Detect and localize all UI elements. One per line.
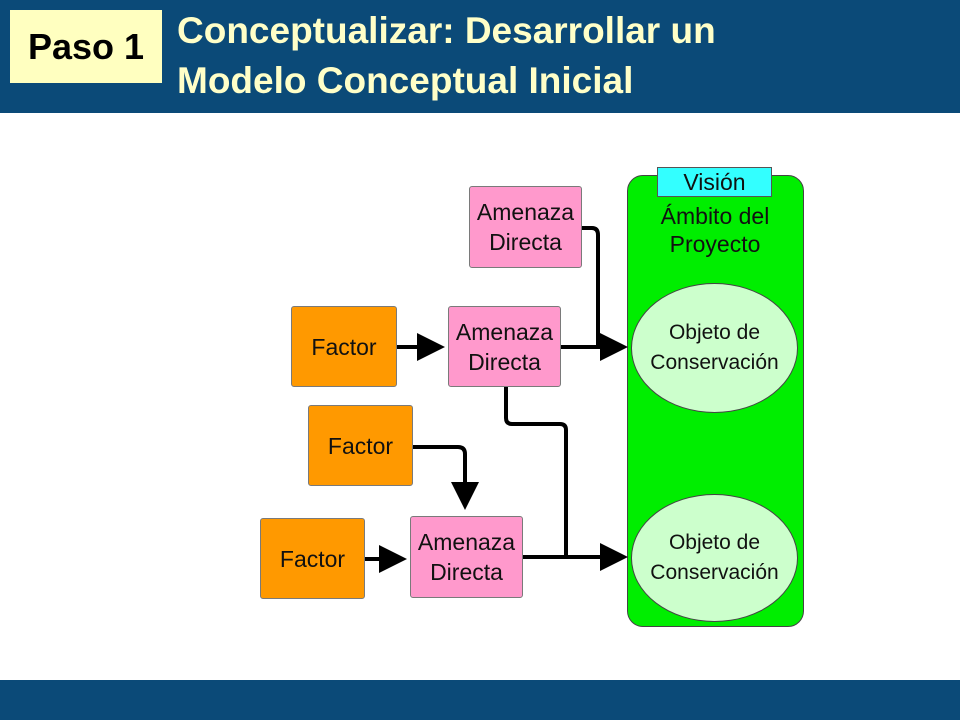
scope-label-line-1: Ámbito del	[660, 203, 770, 229]
direct-threat-3-line-2: Directa	[430, 559, 503, 585]
connector-threat1-target1	[582, 226, 600, 347]
slide-title: Conceptualizar: Desarrollar un Modelo Co…	[177, 6, 947, 106]
direct-threat-1-line-2: Directa	[489, 229, 562, 255]
factor-3: Factor	[260, 518, 365, 599]
direct-threat-2: Amenaza Directa	[448, 306, 561, 387]
conservation-target-2-line-1: Objeto de	[668, 531, 761, 554]
title-line-2: Modelo Conceptual Inicial	[177, 60, 634, 101]
title-line-1: Conceptualizar: Desarrollar un	[177, 10, 716, 51]
conservation-target-1: Objeto de Conservación	[631, 283, 798, 413]
footer-bar	[0, 680, 960, 720]
step-badge: Paso 1	[10, 10, 162, 83]
scope-label-line-2: Proyecto	[669, 231, 761, 257]
connector-factor2-threat3	[413, 445, 479, 510]
direct-threat-3: Amenaza Directa	[410, 516, 523, 598]
conservation-target-1-line-1: Objeto de	[668, 321, 761, 344]
factor-3-label: Factor	[279, 545, 346, 572]
factor-1-label: Factor	[311, 333, 377, 360]
direct-threat-3-line-1: Amenaza	[417, 529, 516, 555]
direct-threat-1: Amenaza Directa	[469, 186, 582, 268]
direct-threat-1-line-1: Amenaza	[476, 199, 575, 225]
vision-label: Visión	[657, 167, 772, 197]
factor-1: Factor	[291, 306, 397, 387]
conservation-target-2-line-2: Conservación	[650, 561, 779, 584]
conservation-target-1-line-2: Conservación	[650, 351, 779, 374]
conservation-target-2: Objeto de Conservación	[631, 494, 798, 622]
direct-threat-2-line-2: Directa	[468, 348, 541, 375]
scope-label: Ámbito del Proyecto	[640, 202, 790, 258]
connector-threat2-target2	[504, 387, 568, 557]
direct-threat-2-line-1: Amenaza	[455, 318, 554, 345]
factor-2-label: Factor	[327, 432, 394, 459]
factor-2: Factor	[308, 405, 413, 486]
